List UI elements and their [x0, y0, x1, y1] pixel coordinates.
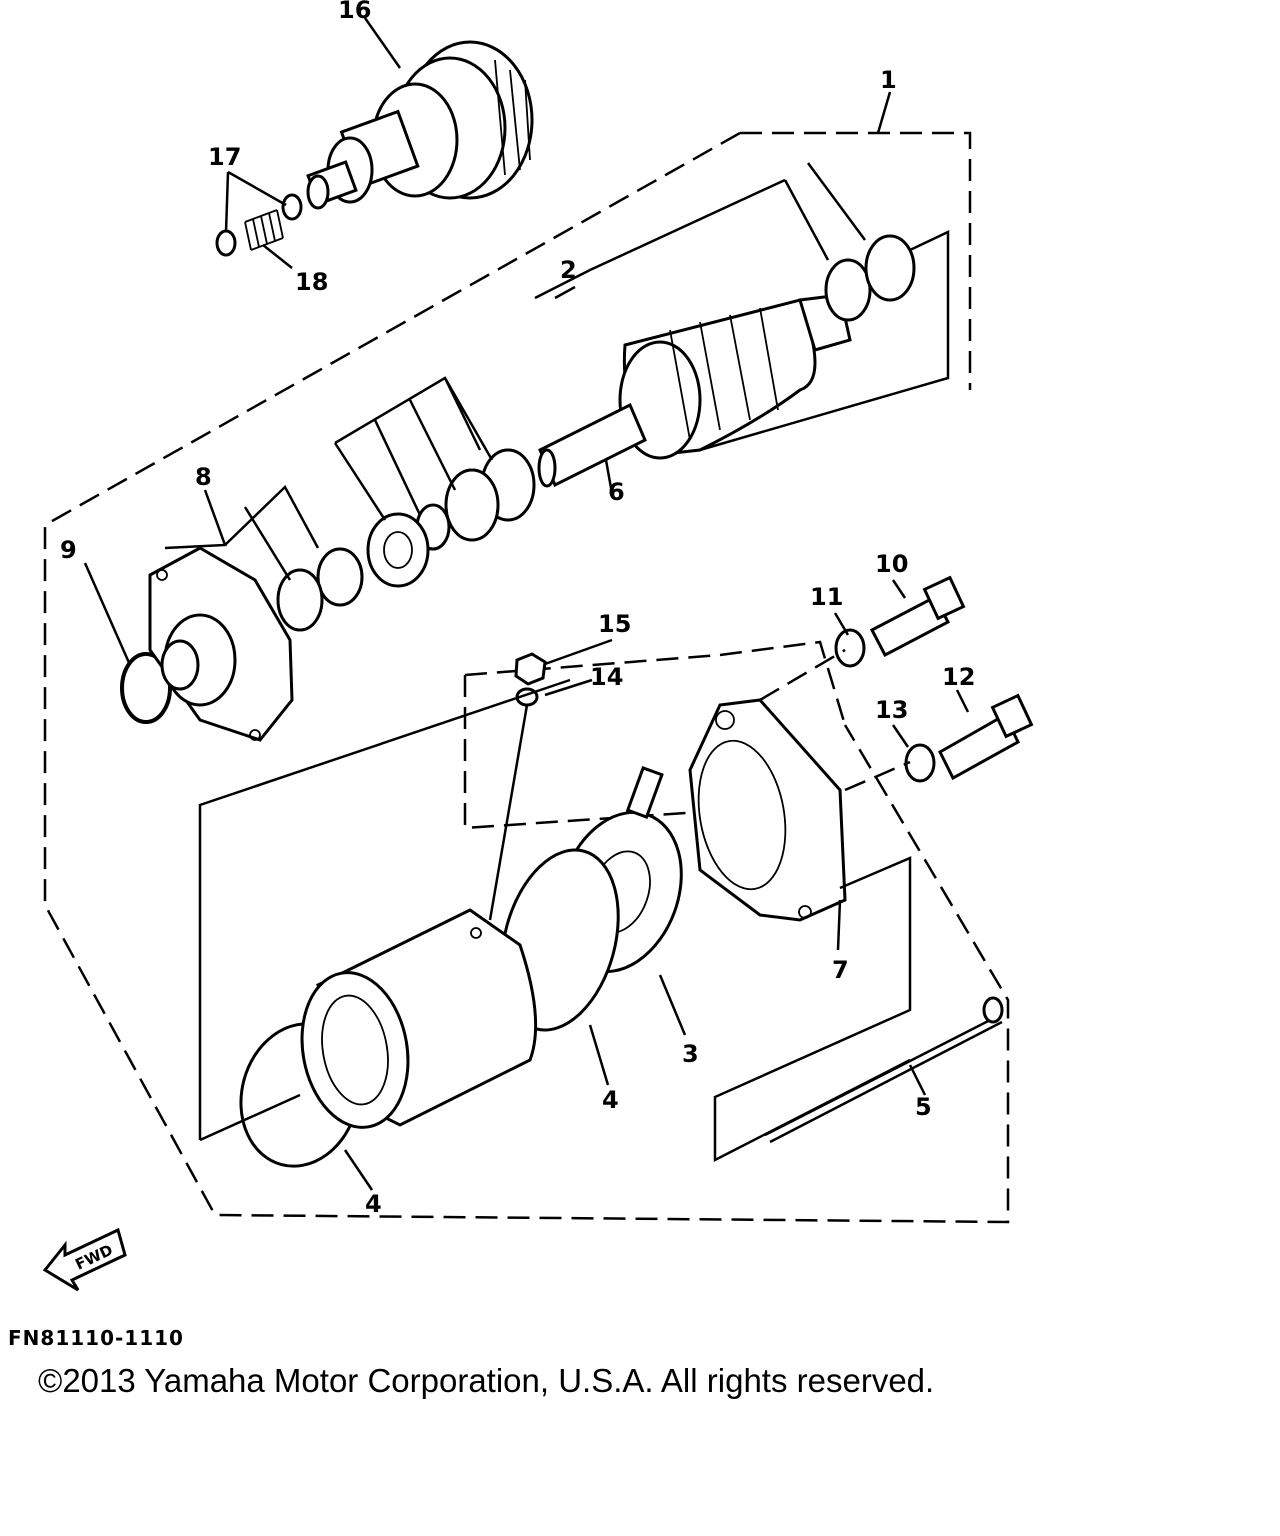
callout-12: 12 [942, 663, 975, 691]
through-bolt [764, 996, 1004, 1144]
exploded-parts-diagram: FWD 16 17 18 1 2 6 8 9 10 11 12 13 15 14… [42, 0, 1034, 1292]
callout-8: 8 [195, 463, 212, 491]
copyright-notice: ©2013 Yamaha Motor Corporation, U.S.A. A… [38, 1362, 935, 1399]
spring [244, 209, 284, 251]
starter-clutch-assembly [306, 40, 534, 210]
washer-upper [834, 628, 866, 668]
callout-13: 13 [875, 696, 908, 724]
fwd-arrow: FWD [42, 1227, 127, 1292]
front-cover [148, 546, 294, 742]
bolt-upper [869, 575, 966, 658]
inner-boundary [463, 640, 847, 830]
callout-10: 10 [875, 550, 908, 578]
callout-2: 2 [560, 256, 577, 284]
callout-15: 15 [598, 610, 631, 638]
callout-9: 9 [60, 536, 77, 564]
washer-pair [215, 193, 303, 257]
callout-7: 7 [832, 956, 849, 984]
o-ring [120, 652, 172, 724]
washer-stack [276, 448, 536, 632]
callout-4-upper: 4 [602, 1086, 619, 1114]
callout-3: 3 [682, 1040, 699, 1068]
leader-lines [83, 17, 970, 1191]
figure-code: FN81110-1110 [8, 1326, 184, 1350]
callout-4-lower: 4 [365, 1190, 382, 1218]
callout-1: 1 [880, 66, 897, 94]
callout-6: 6 [608, 478, 625, 506]
assembly-boundary [43, 131, 1010, 1224]
callout-17: 17 [208, 143, 241, 171]
callout-16: 16 [338, 0, 371, 24]
callout-11: 11 [810, 583, 843, 611]
callout-5: 5 [915, 1093, 932, 1121]
callout-14: 14 [590, 663, 623, 691]
armature [537, 293, 852, 488]
nut [514, 652, 547, 686]
yoke [300, 908, 538, 1129]
rear-cover [688, 698, 847, 922]
bolt-lower [938, 693, 1034, 781]
callout-18: 18 [295, 268, 328, 296]
armature-washers [824, 234, 916, 322]
